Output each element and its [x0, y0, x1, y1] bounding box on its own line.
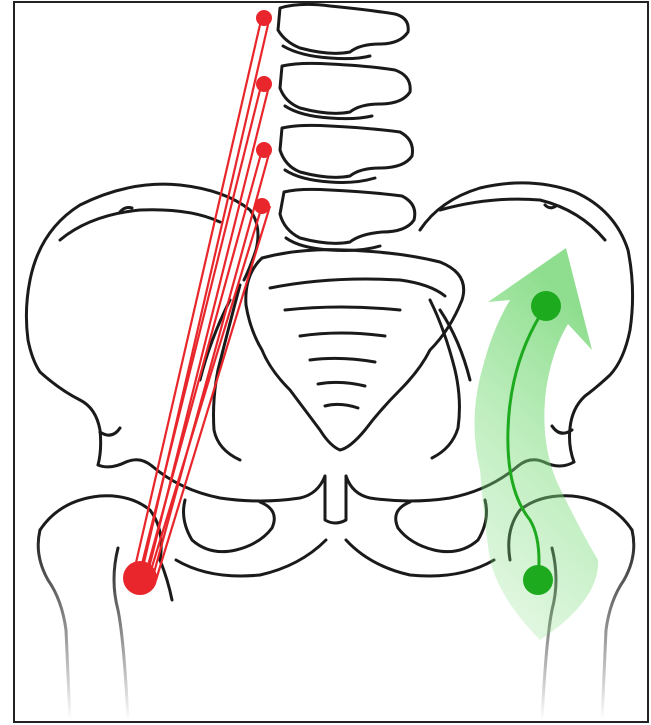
left-ilium [26, 184, 258, 467]
hip-flexion-arrow-icon [474, 248, 598, 640]
sacrum [246, 250, 464, 450]
lumbar-vertebrae [278, 4, 415, 250]
pubic-region [152, 466, 518, 576]
